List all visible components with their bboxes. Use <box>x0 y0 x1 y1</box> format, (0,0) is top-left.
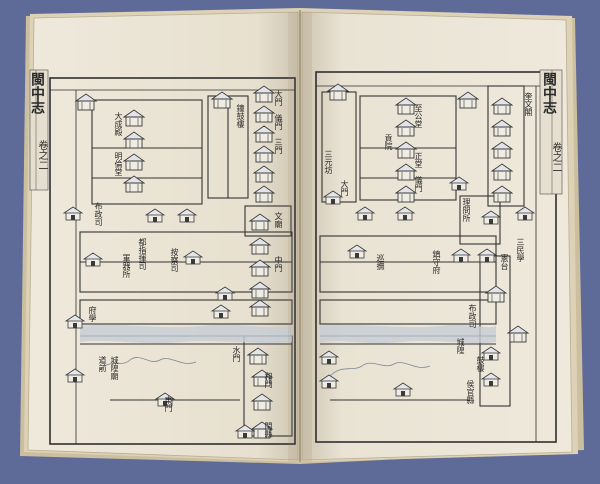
right-label-kuiwen: 奎文閣 <box>524 92 533 116</box>
right-label-examination-hall: 貢院 <box>384 134 393 150</box>
right-river <box>320 324 496 344</box>
left-label-city-god-temple: 城隍廟 <box>110 356 119 380</box>
left-label-ancha: 按察司 <box>170 248 179 272</box>
right-label-ceremonial-gate: 儀門 <box>414 176 423 192</box>
left-label-middle-gate: 中門 <box>274 256 283 272</box>
right-header-volume: 卷之二 <box>550 142 561 172</box>
left-label-buzheng: 布政司 <box>94 202 103 226</box>
left-page <box>27 11 299 461</box>
right-label-sanmin-school: 三民學 <box>516 238 525 262</box>
right-label-main-gate: 大門 <box>340 180 349 196</box>
left-river <box>80 324 292 344</box>
right-label-city-god: 城隍 <box>456 338 465 354</box>
left-hills <box>99 357 197 371</box>
left-label-bell-tower: 鐘鼓樓 <box>236 104 245 128</box>
left-header-volume: 卷之二 <box>36 140 47 170</box>
left-label-min-county: 閩縣 <box>264 422 273 438</box>
left-label-third-gate: 三門 <box>274 138 283 154</box>
left-label-east-gate: 東門 <box>164 396 173 412</box>
left-label-wen-temple: 文廟 <box>274 212 283 228</box>
left-label-armory: 軍器所 <box>122 254 131 278</box>
left-map-frame <box>49 77 296 445</box>
left-header-strip <box>29 69 49 191</box>
right-label-xunfu: 巡撫 <box>376 254 385 270</box>
left-label-he-gate: 和門 <box>264 372 273 388</box>
left-label-water-gate: 水門 <box>232 346 241 362</box>
left-label-minglun-hall: 明倫堂 <box>114 152 123 176</box>
right-label-buzheng: 布政司 <box>468 304 477 328</box>
right-label-houguan-county: 侯官縣 <box>466 380 475 404</box>
fold-shadow <box>288 12 312 462</box>
right-label-main-hall: 正堂 <box>414 152 423 168</box>
left-label-prefecture-school: 府學 <box>88 306 97 322</box>
right-label-xiantai: 憲台 <box>500 254 509 270</box>
right-hills <box>329 362 431 377</box>
right-label-drum-tower: 鼓樓 <box>476 356 485 372</box>
right-map-frame <box>315 71 557 443</box>
left-label-duzhihui: 都指揮司 <box>138 238 147 270</box>
left-header-title: 閩中志 <box>29 72 45 114</box>
right-label-sanyuan-arch: 三元坊 <box>324 150 333 174</box>
right-label-liwen: 理問所 <box>462 198 471 222</box>
left-label-dacheng-hall: 大成殿 <box>114 112 123 136</box>
right-label-zhigong: 至公堂 <box>414 104 423 128</box>
left-label-daoqian: 道前 <box>98 356 107 372</box>
right-header-title: 閩中志 <box>541 72 557 114</box>
left-label-ceremonial-gate: 儀門 <box>274 114 283 130</box>
right-label-zhenshou: 鎮守府 <box>432 250 441 274</box>
left-label-gate: 大門 <box>274 90 283 106</box>
right-header-strip <box>539 69 563 195</box>
